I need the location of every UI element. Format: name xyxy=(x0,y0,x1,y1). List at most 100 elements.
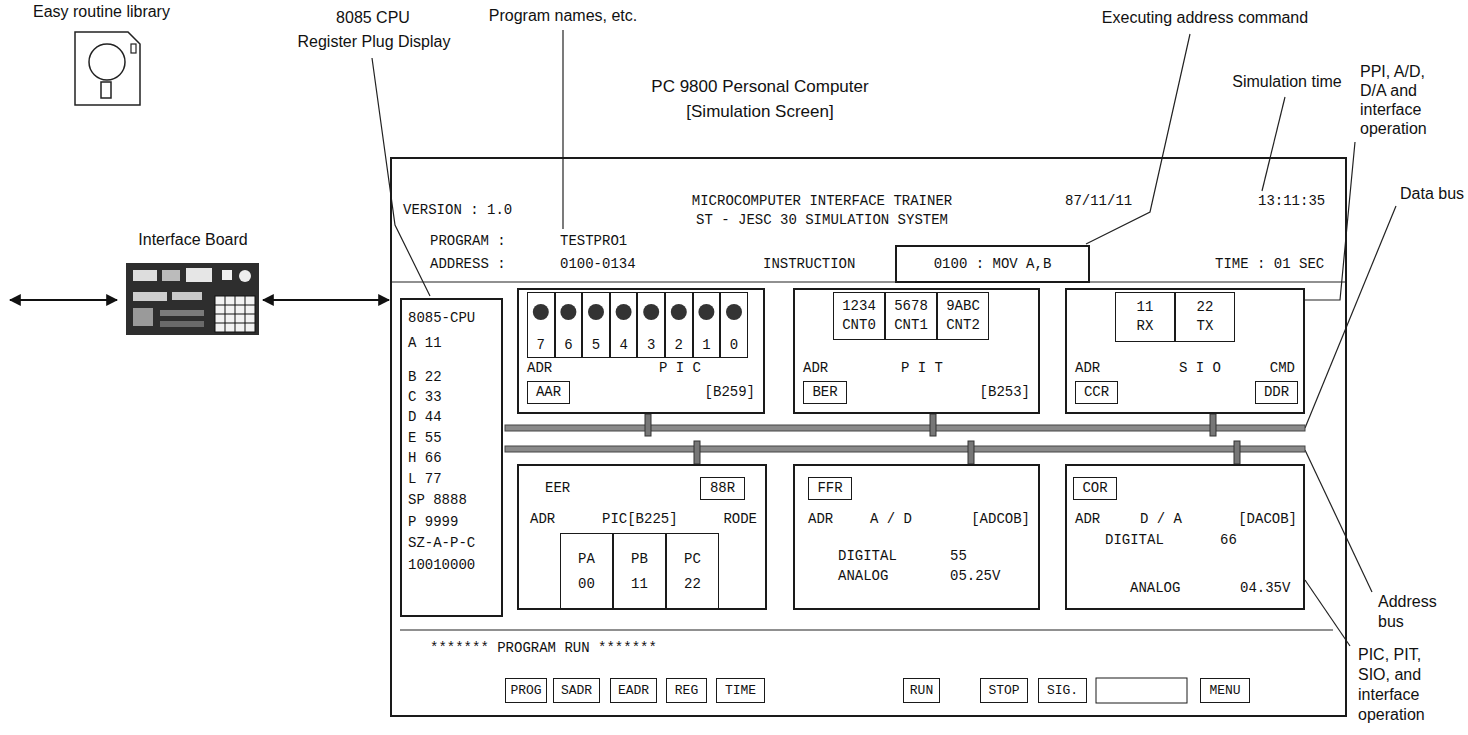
da-panel-text: DIGITAL xyxy=(1105,532,1164,549)
simulation-screen-text: PC 9800 Personal Computer xyxy=(651,77,868,97)
bus-tap xyxy=(645,414,651,436)
register-button-text: COR xyxy=(1082,480,1107,497)
port-cell-text: 11 xyxy=(631,576,648,593)
port-cell: PA00 xyxy=(560,533,613,610)
port-cell: PC 22 xyxy=(666,533,719,610)
register-panel-text: 10010000 xyxy=(408,557,475,574)
board-picture xyxy=(126,263,259,335)
led-cell-text: 7 xyxy=(537,337,545,354)
sio-panel-text: S I O xyxy=(1179,360,1221,377)
leader-line xyxy=(372,58,430,296)
register-button: BER xyxy=(803,381,847,404)
board-chip xyxy=(162,270,180,281)
simulation-screen-text: ADDRESS : xyxy=(430,256,506,273)
simulation-screen-text: ST - JESC 30 SIMULATION SYSTEM xyxy=(696,212,948,229)
leader-line xyxy=(1305,142,1355,300)
port-cell-text: 22 xyxy=(684,576,701,593)
board-chip xyxy=(172,292,202,300)
simulation-screen-text: TIME : 01 SEC xyxy=(1215,256,1324,273)
ad-panel-text: ANALOG xyxy=(838,568,888,585)
counter-cell-text: CNT0 xyxy=(842,317,876,334)
bus-taps xyxy=(645,414,1240,464)
register-button-text: DDR xyxy=(1264,384,1289,401)
register-panel-text: A 11 xyxy=(408,335,442,352)
led-dot xyxy=(643,304,659,320)
register-panel-text: P 9999 xyxy=(408,514,458,531)
register-panel-text: C 33 xyxy=(408,389,442,406)
ad-panel-text: [ADCOB] xyxy=(971,511,1030,528)
menu-button-text: SADR xyxy=(561,683,592,699)
led-cell: 2 xyxy=(665,292,693,358)
register-panel-text: B 22 xyxy=(408,369,442,386)
menu-button: SIG. xyxy=(1038,678,1087,703)
led-cell-text: 5 xyxy=(592,337,600,354)
ad-panel-text: 05.25V xyxy=(950,568,1000,585)
led-cell-text: 0 xyxy=(730,337,738,354)
menu-button-text: EADR xyxy=(618,683,649,699)
led-cell: 3 xyxy=(637,292,665,358)
board-trace xyxy=(160,321,204,327)
menu-button: REG xyxy=(666,678,707,703)
menu-button-text: REG xyxy=(675,683,698,699)
simulation-screen-text: [Simulation Screen] xyxy=(686,102,833,122)
floppy-hub xyxy=(89,44,125,80)
io-arrow xyxy=(10,299,117,301)
ppi-panel-text: EER xyxy=(545,480,570,497)
callout-label: Executing address command xyxy=(1085,8,1325,27)
register-panel: 8085-CPUA 11B 22C 33D 44E 55H 66L 77SP 8… xyxy=(400,298,503,617)
register-button: DDR xyxy=(1255,381,1298,404)
callout-label: Program names, etc. xyxy=(483,6,643,25)
board-trace xyxy=(160,310,204,316)
da-panel-text: D / A xyxy=(1140,511,1182,528)
port-cell-text: PC xyxy=(684,551,701,568)
ad-panel-text: 55 xyxy=(950,548,967,565)
counter-cell-text: 5678 xyxy=(894,298,928,315)
da-panel-text: ADR xyxy=(1075,511,1100,528)
led-dot xyxy=(533,304,549,320)
register-panel-text: H 66 xyxy=(408,450,442,467)
pic-panel: ADRP I C[B259]76543210AAR xyxy=(517,288,765,414)
ad-panel: ADRA / D[ADCOB]DIGITAL55ANALOG05.25VFFR xyxy=(793,464,1040,610)
da-panel: ADRD / A[DACOB]DIGITAL66ANALOG04.35VCOR xyxy=(1065,464,1305,610)
menu-button-text: PROG xyxy=(510,683,541,699)
led-dot xyxy=(588,304,604,320)
simulation-screen-text: TESTPRO1 xyxy=(560,233,627,250)
menu-button: TIME xyxy=(716,678,765,703)
serial-cell-text: TX xyxy=(1197,318,1214,335)
register-panel-text: SZ-A-P-C xyxy=(408,535,475,552)
floppy-body xyxy=(75,32,140,105)
pic-panel-text: P I C xyxy=(659,360,701,377)
ppi-panel-text: ADR xyxy=(530,511,555,528)
floppy-window xyxy=(101,82,111,98)
bus-tap xyxy=(694,441,700,464)
led-cell-text: 1 xyxy=(702,337,710,354)
menu-button: PROG xyxy=(505,678,547,703)
da-panel-text: 04.35V xyxy=(1240,580,1290,597)
port-cell-text: 00 xyxy=(578,576,595,593)
led-cell-text: 6 xyxy=(564,337,572,354)
callout-label: Data bus xyxy=(1400,184,1464,203)
pic-panel-text: [B259] xyxy=(705,384,755,401)
counter-cell-text: CNT1 xyxy=(894,317,928,334)
sio-panel-text: CMD xyxy=(1270,360,1295,377)
led-cell-text: 2 xyxy=(675,337,683,354)
simulation-screen-text: VERSION : 1.0 xyxy=(403,202,512,219)
counter-cell-text: 9ABC xyxy=(946,298,980,315)
da-panel-text: 66 xyxy=(1220,532,1237,549)
register-button: AAR xyxy=(527,381,570,404)
simulation-screen-text: ******* PROGRAM RUN ******* xyxy=(430,640,657,657)
counter-cell-text: 1234 xyxy=(842,298,876,315)
callout-label: PPI, A/D, D/A and interface operation xyxy=(1360,62,1455,138)
simulation-screen: PC 9800 Personal Computer[Simulation Scr… xyxy=(390,157,1347,717)
connector-arrow xyxy=(263,299,389,301)
ad-panel-text: ADR xyxy=(808,511,833,528)
serial-cell-text: RX xyxy=(1137,318,1154,335)
led-dot xyxy=(616,304,632,320)
menu-button-text: STOP xyxy=(988,683,1019,699)
leader-line xyxy=(1086,34,1190,244)
serial-cell: 22TX xyxy=(1175,292,1235,342)
register-button-text: CCR xyxy=(1084,384,1109,401)
led-cell: 1 xyxy=(693,292,721,358)
board-connector xyxy=(222,270,232,280)
